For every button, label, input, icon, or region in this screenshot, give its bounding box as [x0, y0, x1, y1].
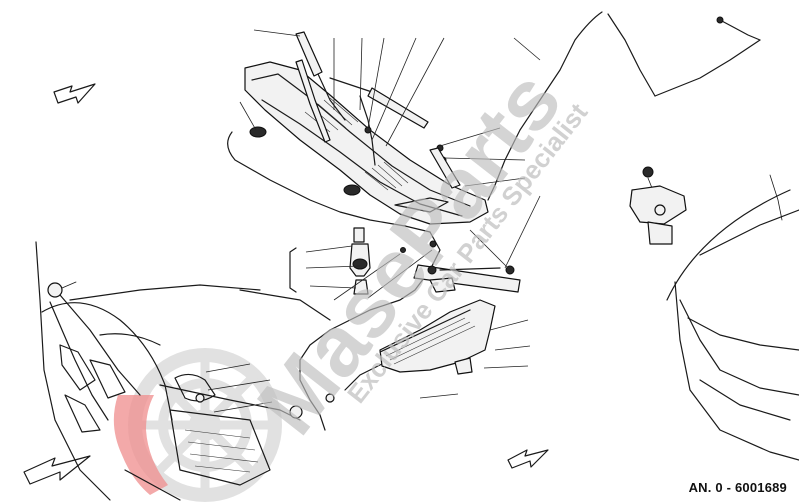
car-front-outline — [35, 241, 331, 501]
direction-arrow-icon — [23, 455, 91, 485]
direction-arrow-icon — [507, 449, 549, 469]
wiper-linkage — [413, 264, 521, 293]
wiper-arm — [295, 31, 461, 189]
drawing-code: AN. 0 - 6001689 — [688, 480, 787, 495]
cowl-panel — [244, 61, 489, 225]
car-rear-outline — [666, 174, 799, 461]
direction-arrow-icon — [53, 83, 96, 104]
washer-reservoir — [379, 299, 496, 375]
callout-leaders — [205, 29, 541, 413]
wiper-motor — [629, 166, 687, 245]
washer-pump — [289, 227, 437, 295]
